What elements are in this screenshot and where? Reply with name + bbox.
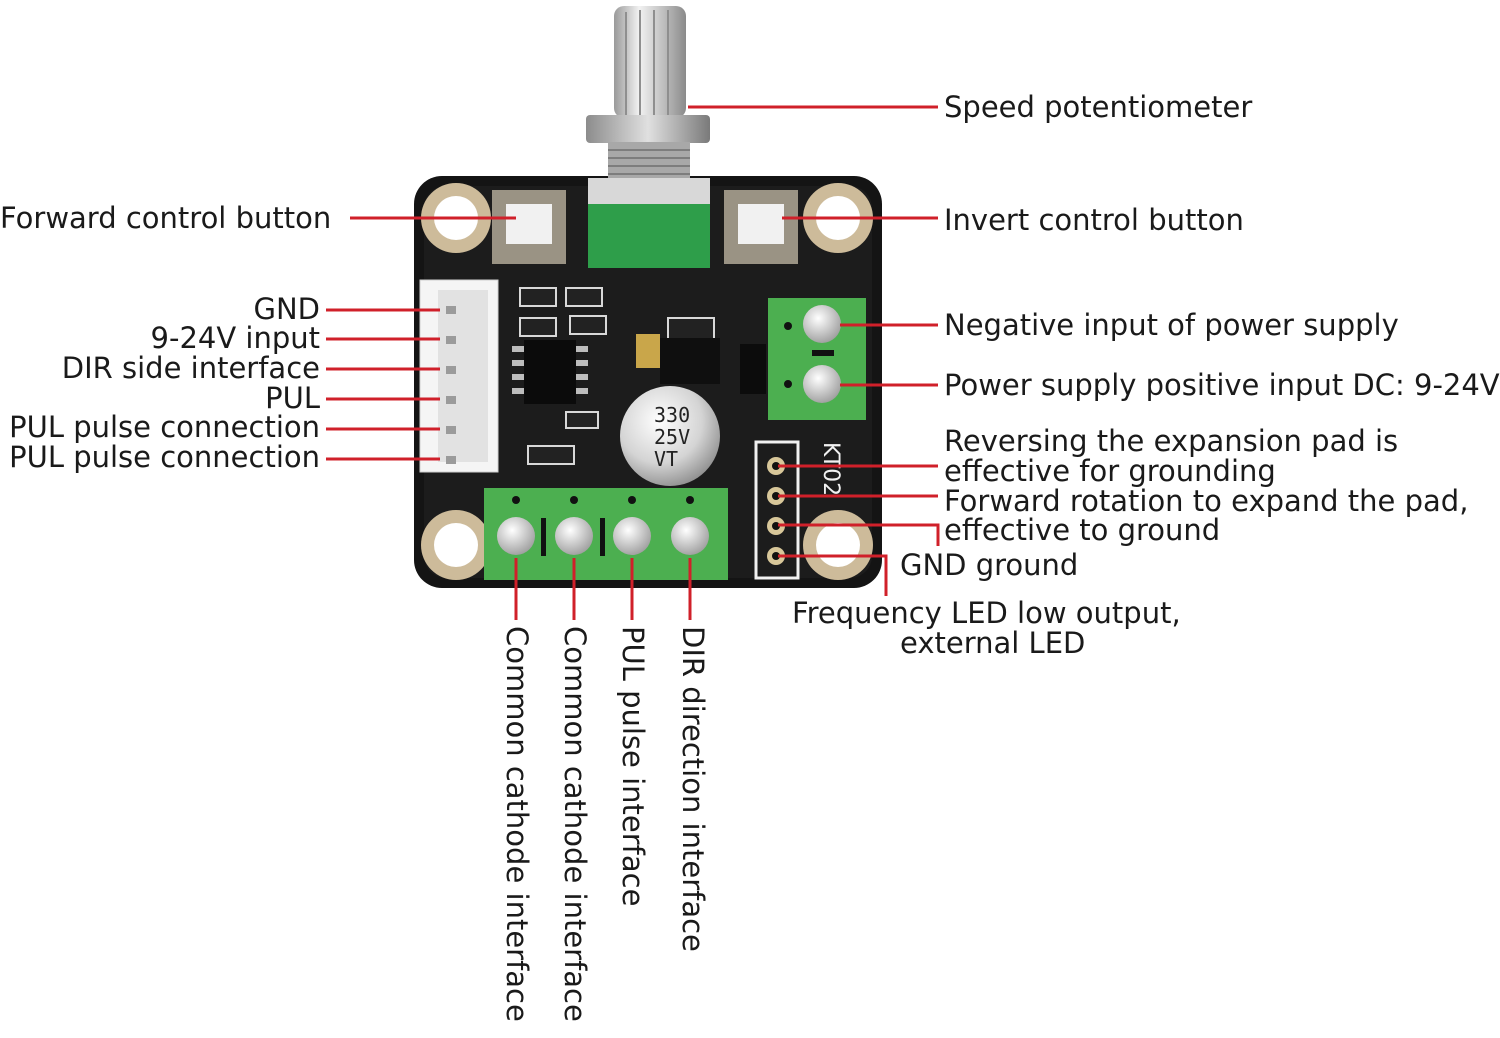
label-frequency-led-line2: external LED: [900, 626, 1086, 660]
label-pul-pulse-connection-2: PUL pulse connection: [9, 440, 320, 474]
label-forward-pad-line1: Forward rotation to expand the pad,: [944, 484, 1469, 518]
label-pul-pulse-connection-1: PUL pulse connection: [9, 410, 320, 444]
label-forward-control-button: Forward control button: [0, 201, 332, 235]
invert-control-button[interactable]: [724, 190, 798, 264]
smd-components: [512, 287, 766, 465]
label-negative-input: Negative input of power supply: [944, 308, 1399, 342]
forward-control-button[interactable]: [492, 190, 566, 264]
label-speed-potentiometer: Speed potentiometer: [944, 90, 1253, 124]
leader-lines: [326, 105, 940, 620]
label-common-cathode-1: Common cathode interface: [500, 626, 534, 1022]
label-pul-pulse-interface: PUL pulse interface: [616, 626, 650, 907]
power-terminal-block: [768, 298, 866, 420]
svg-text:VT: VT: [654, 447, 678, 471]
label-common-cathode-2: Common cathode interface: [558, 626, 592, 1022]
silkscreen-kt02: KT02: [818, 442, 843, 496]
electrolytic-capacitor: 330 25V VT: [620, 386, 720, 486]
label-reversing-pad-line2: effective for grounding: [944, 454, 1276, 488]
speed-potentiometer[interactable]: [586, 6, 710, 268]
svg-text:330: 330: [654, 403, 690, 427]
jst-connector: [419, 279, 499, 473]
label-dir-direction-interface: DIR direction interface: [676, 626, 710, 952]
svg-text:25V: 25V: [654, 425, 690, 449]
label-pul: PUL: [265, 381, 320, 415]
signal-terminal-block: [484, 488, 728, 580]
label-forward-pad-line2: effective to ground: [944, 513, 1221, 547]
label-gnd-ground: GND ground: [900, 548, 1079, 582]
label-9-24v-input: 9-24V input: [150, 321, 320, 355]
label-dir-side-interface: DIR side interface: [61, 351, 320, 385]
label-positive-input: Power supply positive input DC: 9-24V: [944, 368, 1500, 402]
label-reversing-pad-line1: Reversing the expansion pad is: [944, 424, 1399, 458]
pcb-board: [414, 176, 882, 588]
label-frequency-led-line1: Frequency LED low output,: [792, 596, 1181, 630]
label-invert-control-button: Invert control button: [944, 203, 1244, 237]
label-gnd: GND: [253, 292, 321, 326]
expansion-pads: KT02: [754, 440, 843, 580]
